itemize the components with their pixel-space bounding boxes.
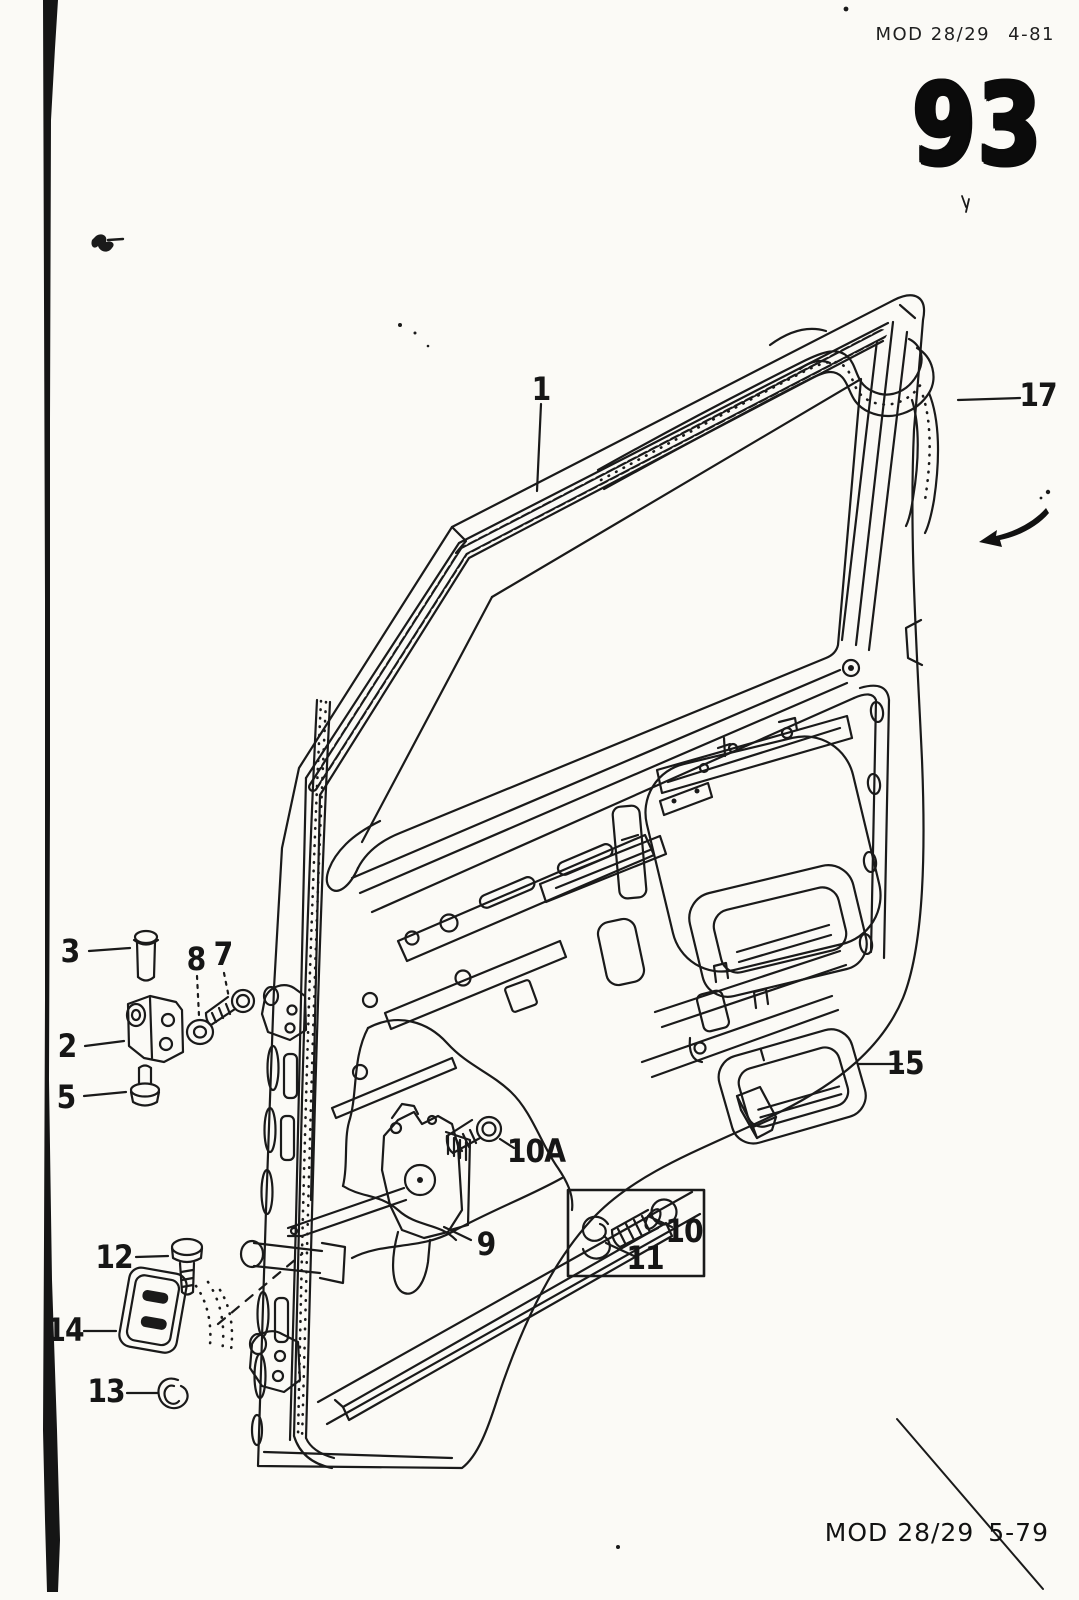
diagonal-scan-line: [896, 1418, 1044, 1590]
weatherstrip-1: [308, 327, 891, 792]
callout-12: 12: [95, 1239, 133, 1277]
header-issue: 4-81: [1008, 24, 1055, 45]
footer-code: MOD 28/29: [824, 1518, 975, 1547]
callout-5: 5: [56, 1079, 77, 1117]
header-code: MOD 28/29: [875, 24, 991, 45]
callout-1: 1: [531, 371, 552, 409]
callout-14: 14: [46, 1312, 84, 1350]
page-number: 93: [911, 61, 1043, 191]
striker-plate-14: [118, 1266, 188, 1354]
page-footer: MOD 28/29 5-79: [825, 1518, 1049, 1547]
hinge-pin-3: [132, 929, 160, 982]
inner-panel: [250, 658, 891, 1447]
page-header: MOD 28/29 4-81: [875, 24, 1055, 45]
callout-9: 9: [476, 1226, 497, 1264]
door-handle-15: [717, 1028, 867, 1145]
footer-issue: 5-79: [988, 1518, 1049, 1547]
callout-13: 13: [87, 1373, 125, 1411]
left-margin-bar: [43, 0, 60, 1592]
leader-lines: [82, 396, 1022, 1395]
bolt-7: [204, 988, 256, 1027]
door-edge-seal: [292, 698, 336, 1470]
callout-3: 3: [60, 933, 81, 971]
callout-17: 17: [1019, 377, 1057, 415]
hinge-2: [125, 994, 185, 1064]
washer-8: [185, 1018, 215, 1046]
striker-stipple: [194, 1280, 234, 1354]
direction-arrow-icon: [979, 508, 1049, 547]
spring-clip-11: [581, 1215, 611, 1260]
cap-5: [129, 1064, 161, 1107]
window-seal-17: [596, 327, 940, 535]
callout-11: 11: [626, 1240, 664, 1278]
clip-13: [157, 1377, 189, 1410]
callout-15: 15: [886, 1045, 924, 1083]
callout-10a: 10A: [506, 1133, 566, 1171]
bolt-12: [170, 1237, 204, 1296]
door-hinge-mounts: [248, 984, 308, 1394]
bolt-10a: [445, 1115, 503, 1155]
callout-10: 10: [665, 1213, 703, 1251]
callout-7: 7: [213, 936, 234, 974]
callout-8: 8: [186, 941, 207, 979]
door-check-strap: [216, 1239, 347, 1326]
callout-2: 2: [57, 1028, 78, 1066]
